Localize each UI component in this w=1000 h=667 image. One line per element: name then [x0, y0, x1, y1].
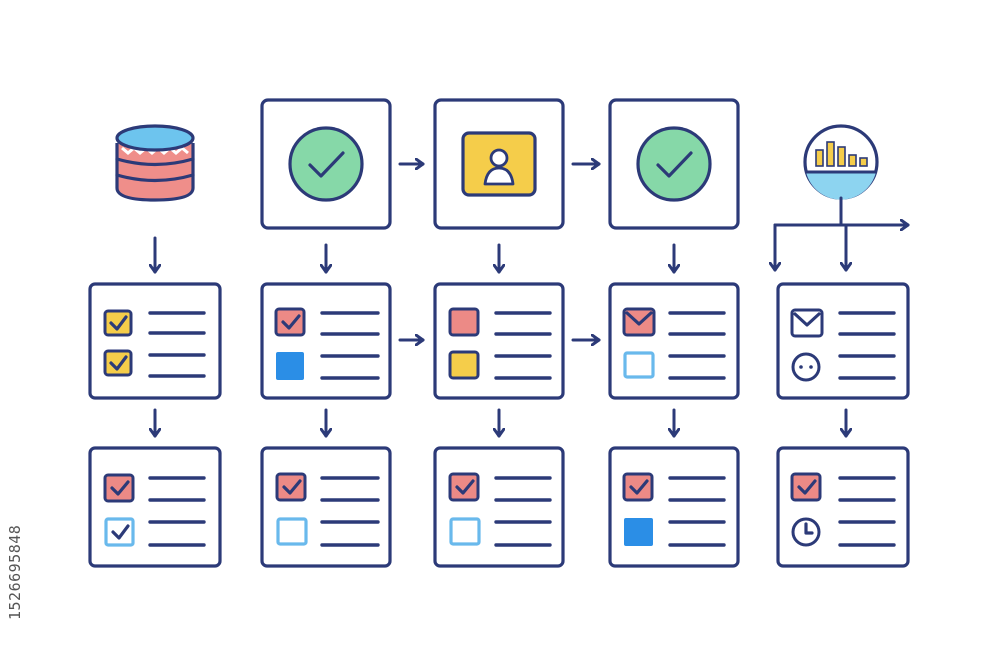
checkbox-checked-icon — [790, 472, 822, 502]
list-card — [433, 446, 565, 568]
checkbox-outline-icon — [276, 517, 308, 546]
checkbox-checked-icon — [622, 472, 654, 502]
list-card — [433, 282, 565, 400]
checkbox-checked-icon — [103, 309, 133, 337]
face-icon — [791, 352, 821, 382]
list-card — [776, 446, 910, 568]
checkbox-outline-icon — [449, 517, 481, 546]
checkbox-filled-icon — [276, 352, 304, 380]
database-icon — [115, 124, 195, 202]
list-card — [88, 282, 222, 400]
list-card — [608, 446, 740, 568]
checkbox-filled-icon — [448, 350, 480, 380]
checkbox-checked-icon — [104, 517, 135, 547]
checkbox-filled-icon — [624, 518, 653, 546]
check-circle-icon — [636, 126, 712, 202]
checkbox-outline-icon — [623, 351, 655, 379]
checkbox-checked-icon — [103, 349, 133, 377]
list-card — [260, 282, 392, 400]
checkbox-checked-icon — [448, 472, 480, 502]
bar-chart-circle-icon — [803, 124, 879, 200]
check-circle-icon — [288, 126, 364, 202]
list-card — [776, 282, 910, 400]
flow-arrows-down-2 — [155, 408, 846, 438]
clock-icon — [791, 517, 821, 547]
stock-id-watermark: 1526695848 — [6, 524, 24, 620]
checkbox-checked-icon — [275, 472, 307, 502]
user-step — [433, 98, 565, 230]
mail-icon — [790, 308, 824, 338]
approval-step-1 — [260, 98, 392, 230]
user-icon — [461, 131, 537, 197]
checkbox-checked-icon — [103, 473, 135, 503]
flow-arrows-down-1 — [155, 236, 674, 274]
list-card — [608, 282, 740, 400]
flow-arrows-top — [398, 164, 910, 272]
approval-step-2 — [608, 98, 740, 230]
mail-icon — [622, 307, 656, 337]
checkbox-filled-icon — [448, 307, 480, 337]
list-card — [88, 446, 222, 568]
checkbox-checked-icon — [274, 307, 306, 337]
list-card — [260, 446, 392, 568]
